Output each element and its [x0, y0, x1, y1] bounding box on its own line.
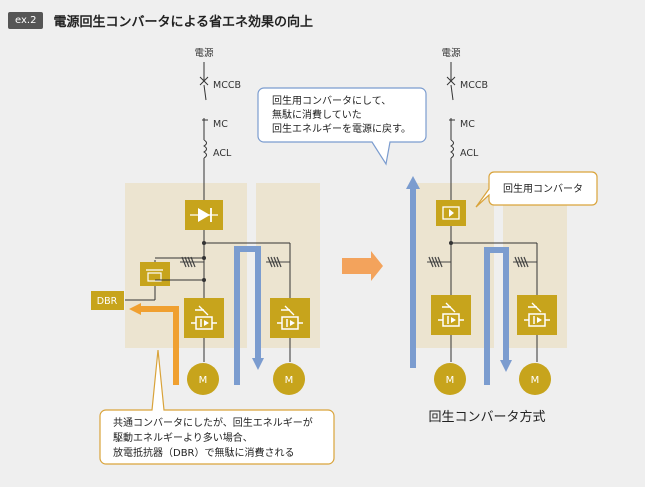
mccb-label-right: MCCB	[460, 80, 488, 91]
left-diagram: 電源 MCCB MC ACL	[91, 48, 320, 395]
inverter-1	[183, 297, 225, 339]
motor-right-2	[519, 363, 551, 395]
acl-label-right: ACL	[460, 148, 479, 159]
dbr-resistor	[91, 291, 124, 310]
acl-label: ACL	[213, 148, 232, 159]
callout-bottom-line-3: 放電抵抗器（DBR）で無駄に消費される	[113, 446, 295, 459]
motor-right-1	[434, 363, 466, 395]
brake-transistor	[140, 262, 170, 286]
motor-right-2-label: M	[531, 375, 540, 386]
mc-label: MC	[213, 119, 228, 130]
callout-top: 回生用コンバータにして、 無駄に消費していた 回生エネルギーを電源に戻す。	[257, 87, 427, 166]
right-caption: 回生コンバータ方式	[428, 409, 545, 425]
inverter-2	[269, 297, 311, 339]
example-tag: ex.2	[8, 11, 44, 29]
dbr-flow-arrow	[140, 306, 179, 385]
transition-arrow	[342, 251, 383, 281]
mc-label-right: MC	[460, 119, 475, 130]
callout-regen: 回生用コンバータ	[475, 171, 598, 208]
motor-2-label: M	[285, 375, 294, 386]
regen-loop-arrow	[484, 247, 509, 385]
regen-converter-label: 回生用コンバータ	[503, 182, 583, 195]
power-label-right: 電源	[441, 48, 461, 59]
right-diagram: 電源 MCCB MC ACL	[406, 48, 567, 425]
power-label: 電源	[194, 48, 214, 59]
motor-right-1-label: M	[446, 375, 455, 386]
inverter-right-1	[430, 294, 472, 336]
mccb-label: MCCB	[213, 80, 241, 91]
motor-2	[273, 363, 305, 395]
callout-bottom-line-1: 共通コンバータにしたが、回生エネルギーが	[113, 416, 313, 429]
callout-top-line-1: 回生用コンバータにして、	[272, 94, 391, 107]
header: ex.2 電源回生コンバータによる省エネ効果の向上	[8, 9, 313, 31]
callout-top-line-2: 無駄に消費していた	[272, 108, 362, 121]
callout-bottom: 共通コンバータにしたが、回生エネルギーが 駆動エネルギーより多い場合、 放電抵抗…	[99, 349, 335, 465]
acl-coil	[203, 139, 207, 159]
page-title: 電源回生コンバータによる省エネ効果の向上	[53, 14, 314, 30]
callout-bottom-line-2: 駆動エネルギーより多い場合、	[113, 431, 253, 444]
motor-1	[187, 363, 219, 395]
callout-top-line-3: 回生エネルギーを電源に戻す。	[272, 122, 411, 135]
motor-1-label: M	[199, 375, 208, 386]
dbr-label: DBR	[97, 296, 118, 307]
inverter-right-2	[516, 294, 558, 336]
regen-flow-arrow	[234, 246, 261, 385]
